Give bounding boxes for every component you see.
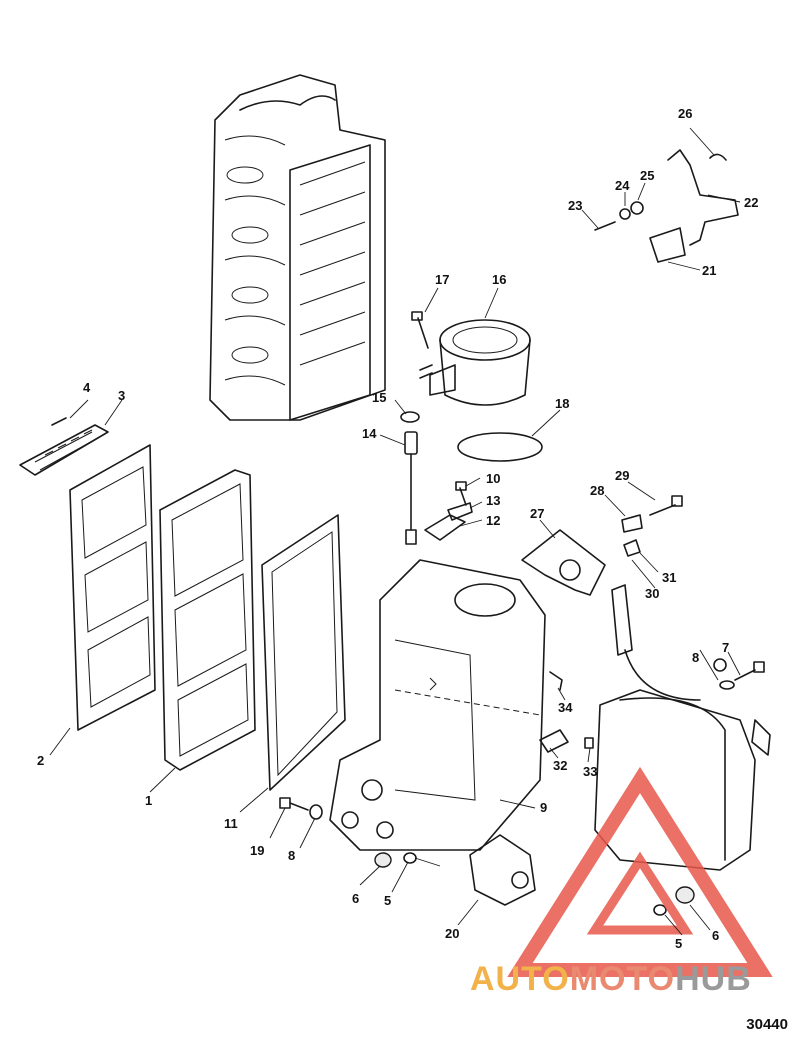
fittings-32-33-34: [539, 671, 594, 753]
callout-4: 4: [83, 380, 91, 395]
map-sensor: [424, 481, 473, 541]
fuel-module: [594, 584, 771, 871]
callout-31: 31: [662, 570, 676, 585]
callout-27: 27: [530, 506, 544, 521]
leader-lines: [49, 127, 741, 936]
callout-5b: 5: [675, 936, 682, 951]
reed-plate: [19, 417, 109, 476]
callout-21: 21: [702, 263, 716, 278]
callout-14: 14: [362, 426, 377, 441]
temp-sensor: [404, 431, 418, 545]
callout-11: 11: [224, 816, 238, 831]
callout-17: 17: [435, 272, 449, 287]
callout-8b: 8: [288, 848, 295, 863]
intake-manifold: [329, 559, 546, 851]
callout-6: 6: [352, 891, 359, 906]
watermark-hub: HUB: [675, 960, 752, 998]
o-ring-15: [400, 411, 420, 423]
reed-block: [159, 469, 256, 771]
callout-19: 19: [250, 843, 264, 858]
callout-29: 29: [615, 468, 629, 483]
grommets-left: [374, 852, 441, 868]
callout-34: 34: [558, 700, 573, 715]
callout-26: 26: [678, 106, 692, 121]
callout-32: 32: [553, 758, 567, 773]
watermark-logo: AUTOMOTOHUB: [470, 960, 752, 999]
callout-1: 1: [145, 793, 152, 808]
callout-22: 22: [744, 195, 758, 210]
callout-20: 20: [445, 926, 459, 941]
o-ring-18: [457, 432, 543, 462]
watermark-moto: MOTO: [569, 960, 676, 998]
callout-labels: 1 2 3 4 5 6 7 8 9 10 11 12 13 14 15 16 1…: [37, 106, 758, 951]
callout-16: 16: [492, 272, 506, 287]
figure-number: 30440: [746, 1016, 788, 1033]
callout-5: 5: [384, 893, 391, 908]
watermark-auto: AUTO: [470, 960, 570, 998]
callout-25: 25: [640, 168, 654, 183]
grommets-right: [653, 886, 695, 916]
callout-15: 15: [372, 390, 386, 405]
callout-18: 18: [555, 396, 569, 411]
callout-6b: 6: [712, 928, 719, 943]
callout-7: 7: [722, 640, 729, 655]
cylinder-block: [209, 74, 386, 421]
bolt-17: [411, 311, 429, 349]
bolt-washer-7-8: [719, 661, 765, 690]
callout-30: 30: [645, 586, 659, 601]
fitting-group: [621, 495, 683, 557]
callout-33: 33: [583, 764, 597, 779]
gasket-manifold: [261, 514, 346, 791]
callout-13: 13: [486, 493, 500, 508]
throttle-linkage: [594, 149, 739, 263]
callout-10: 10: [486, 471, 500, 486]
callout-8: 8: [692, 650, 699, 665]
callout-3: 3: [118, 388, 125, 403]
sensor-20: [469, 834, 536, 906]
gasket-reed: [69, 444, 156, 731]
callout-2: 2: [37, 753, 44, 768]
callout-23: 23: [568, 198, 582, 213]
bracket-27: [521, 529, 606, 596]
bolt-washer-19-8: [279, 797, 323, 820]
callout-12: 12: [486, 513, 500, 528]
callout-28: 28: [590, 483, 604, 498]
watermark-triangle: [507, 766, 773, 977]
callout-24: 24: [615, 178, 630, 193]
callout-9: 9: [540, 800, 547, 815]
throttle-body: [419, 319, 531, 406]
